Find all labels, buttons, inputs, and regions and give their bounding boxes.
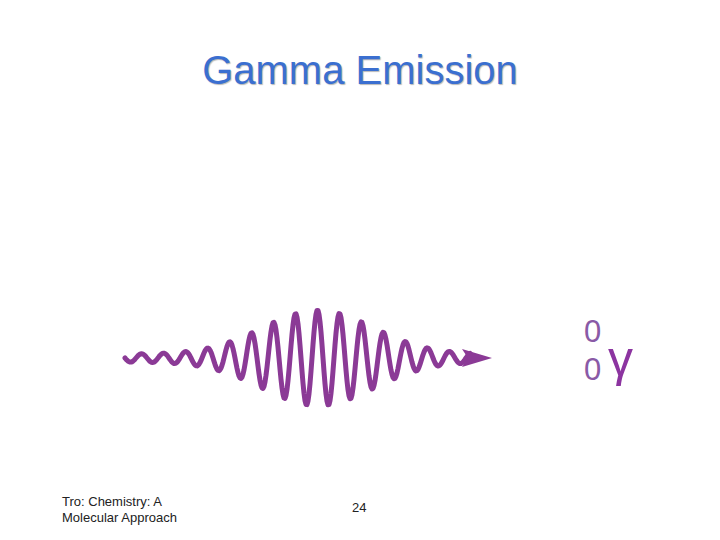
mass-number: 0 [584, 316, 601, 347]
gamma-symbol: γ [608, 334, 633, 384]
atomic-number: 0 [584, 354, 601, 385]
source-citation: Tro: Chemistry: A Molecular Approach [62, 494, 192, 525]
gamma-wave [125, 310, 470, 404]
wave-arrowhead [462, 349, 492, 367]
page-number: 24 [352, 500, 366, 516]
slide-title: Gamma Emission [0, 48, 720, 93]
